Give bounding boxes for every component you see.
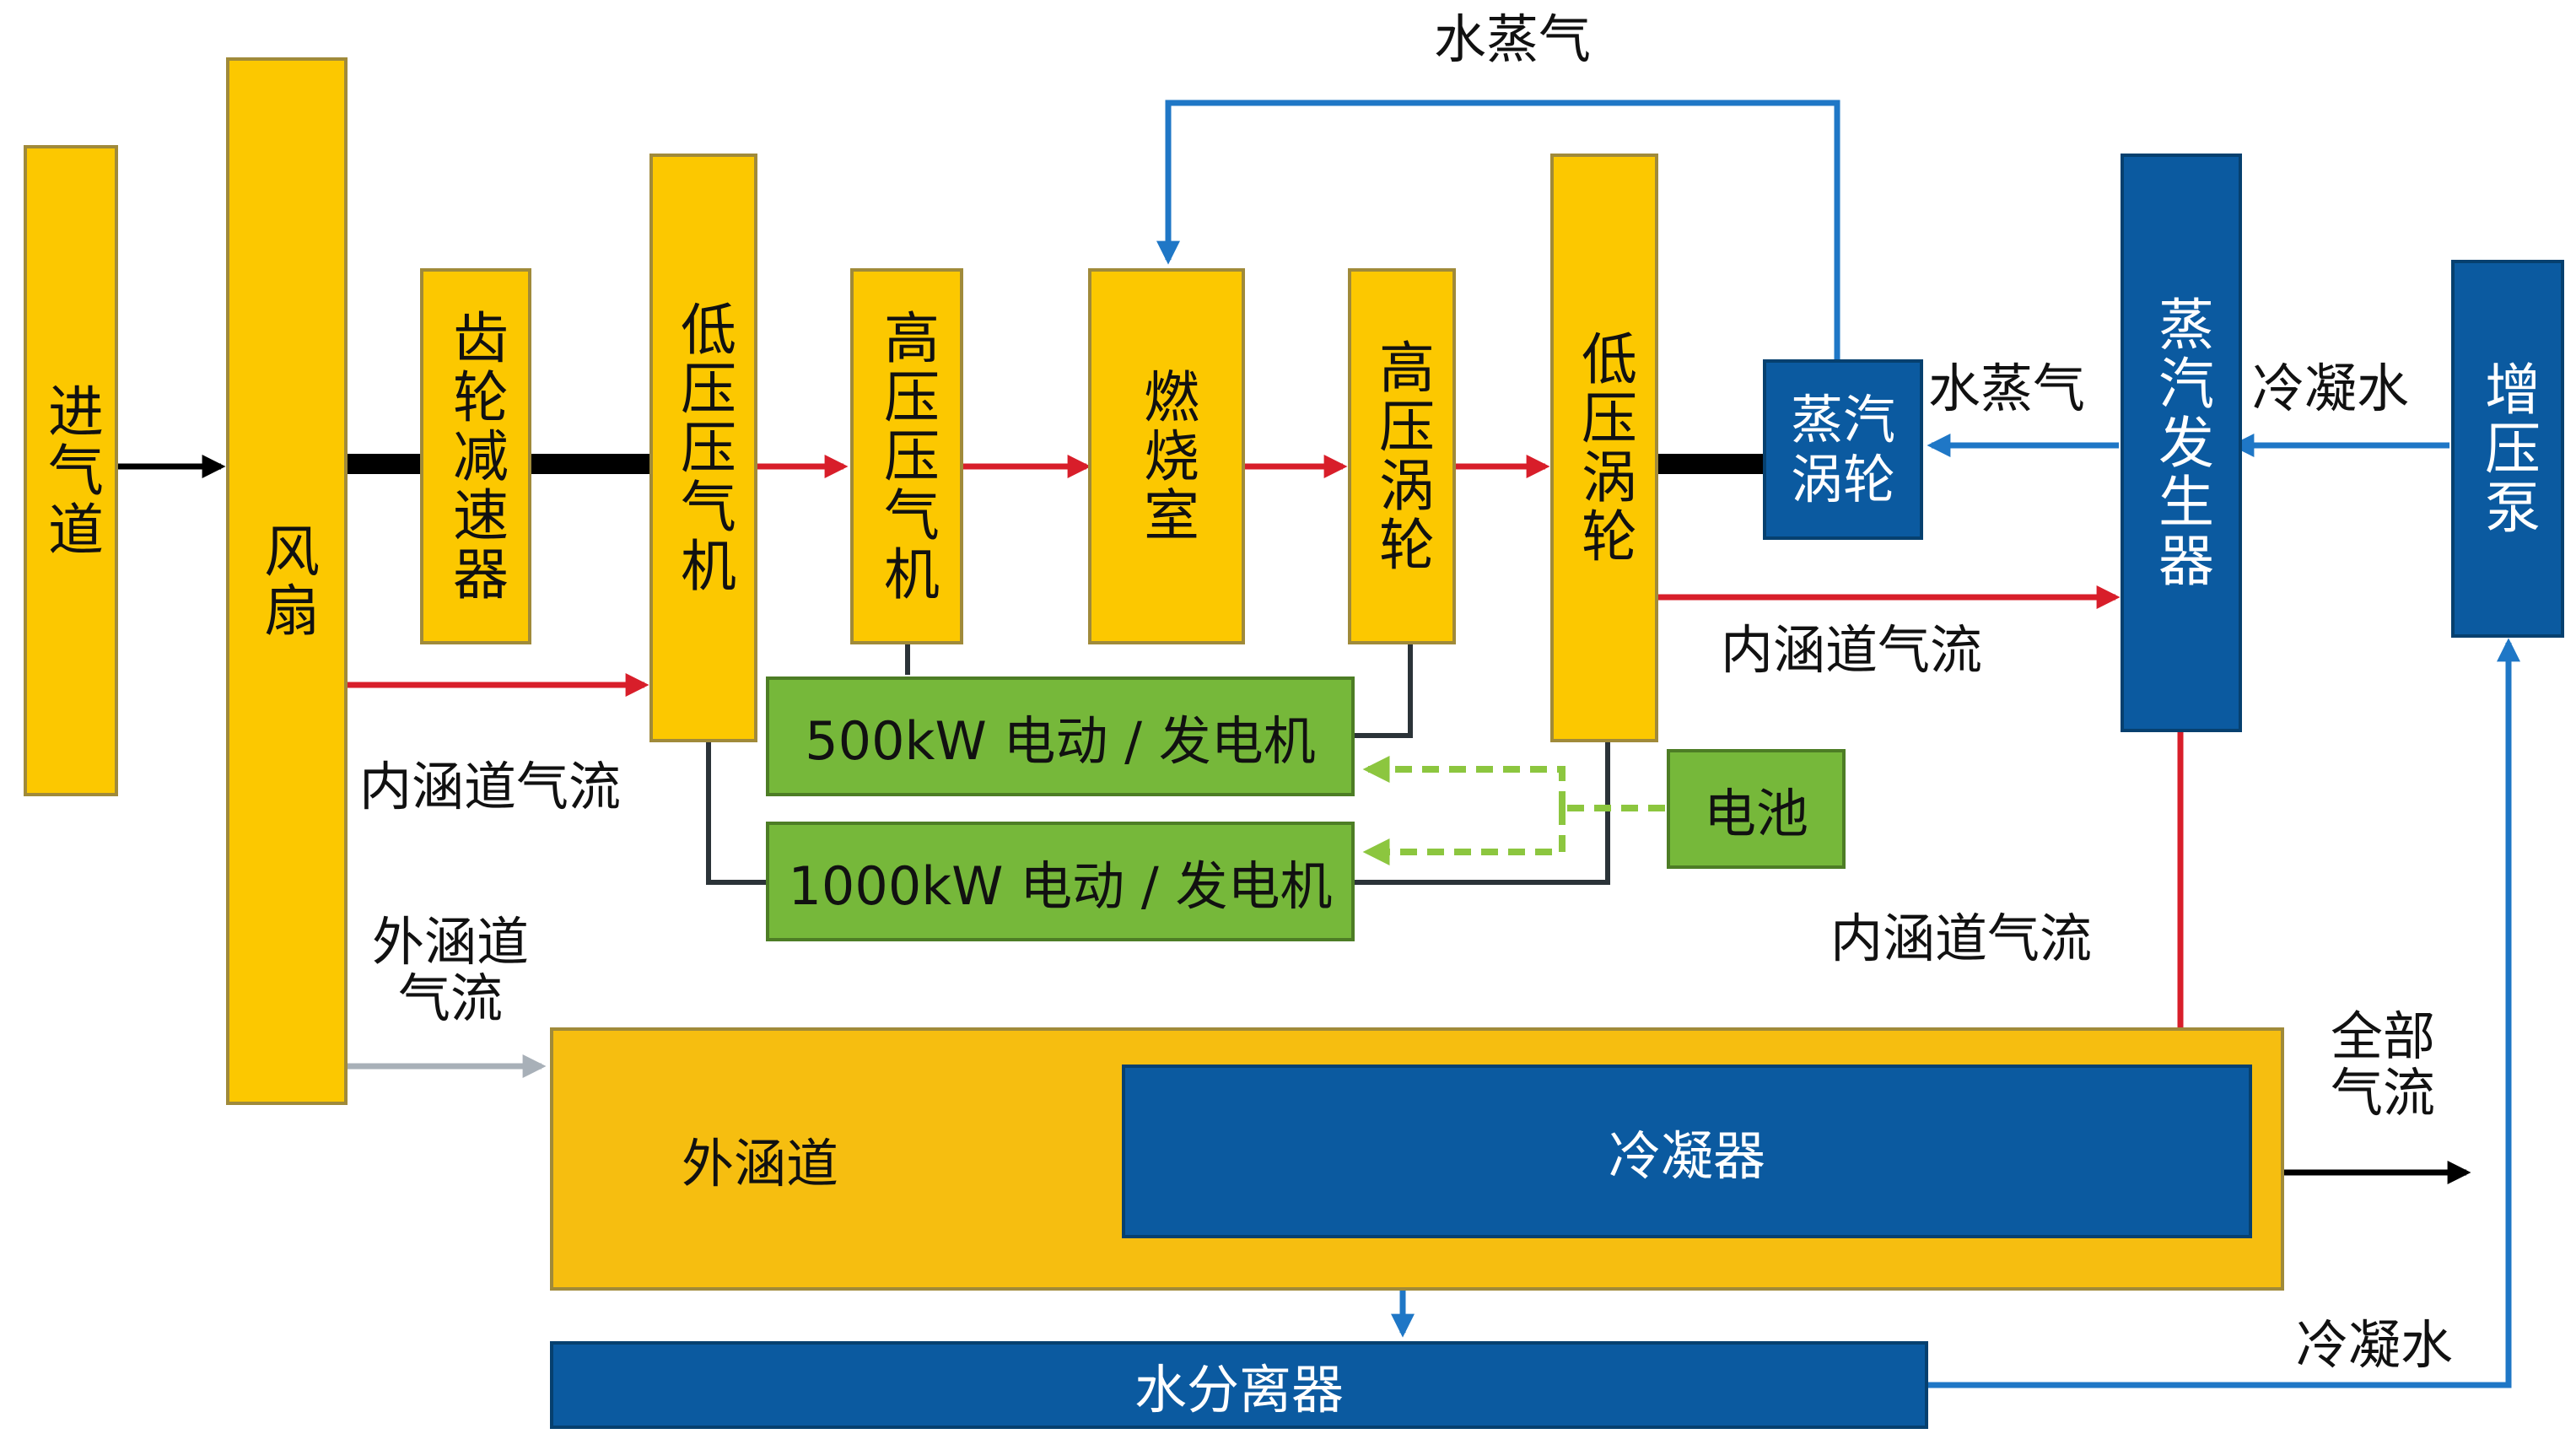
hpt-label: 高压涡轮	[1370, 338, 1435, 574]
water-separator-label: 水分离器	[1134, 1359, 1344, 1420]
steam-turbine-box: 蒸汽涡轮	[1763, 359, 1923, 540]
bypass-flow-label-line2: 气流	[397, 967, 503, 1029]
steam-top-label: 水蒸气	[1434, 8, 1592, 70]
combustor-label: 燃烧室	[1134, 368, 1199, 545]
condensate-bottom-label: 冷凝水	[2296, 1314, 2454, 1376]
gearbox-label: 齿轮减速器	[444, 309, 509, 604]
hpc-box: 高压压气机	[850, 268, 963, 644]
motor-500kw-box: 500kW 电动 / 发电机	[766, 676, 1355, 796]
condensate-return	[1927, 638, 2520, 1388]
inlet-label: 进气道	[39, 382, 104, 559]
condenser-box: 冷凝器	[1122, 1065, 2252, 1238]
core-flow-down-label: 内涵道气流	[1830, 908, 2093, 969]
lpt-label: 低压涡轮	[1572, 330, 1637, 566]
steam-generator-box: 蒸汽发生器	[2121, 154, 2242, 732]
gearbox-box: 齿轮减速器	[420, 268, 531, 644]
bypass-flow-label-line1: 外涵道	[371, 911, 529, 973]
lpt-box: 低压涡轮	[1550, 154, 1658, 742]
bypass-flow-label: 外涵道 气流	[349, 914, 552, 1027]
booster-pump-box: 增压泵	[2451, 260, 2564, 638]
steam-mid-label: 水蒸气	[1928, 358, 2086, 419]
fan-label: 风扇	[255, 522, 320, 640]
lpt-to-1000kw	[1350, 741, 1610, 885]
total-flow-label-line2: 气流	[2330, 1061, 2435, 1124]
total-flow-label-line1: 全部	[2330, 1005, 2435, 1067]
battery-to-1000kw	[1362, 808, 1566, 865]
condensate-top-label: 冷凝水	[2252, 358, 2410, 419]
motor-1000kw-box: 1000kW 电动 / 发电机	[766, 822, 1355, 941]
battery-to-500kw	[1362, 756, 1566, 808]
steam-generator-label: 蒸汽发生器	[2149, 295, 2214, 590]
combustor-box: 燃烧室	[1088, 268, 1245, 644]
water-separator-box: 水分离器	[550, 1341, 1928, 1429]
fan-box: 风扇	[226, 57, 348, 1105]
booster-pump-label: 增压泵	[2476, 360, 2541, 537]
hpt-box: 高压涡轮	[1348, 268, 1456, 644]
inlet-box: 进气道	[24, 145, 118, 796]
core-flow-right-label: 内涵道气流	[1721, 619, 1983, 681]
steam-turbine-label: 蒸汽涡轮	[1790, 388, 1895, 510]
bypass-duct-label: 外涵道	[682, 1133, 839, 1194]
core-flow-left-label: 内涵道气流	[359, 756, 622, 817]
battery-label: 电池	[1703, 783, 1808, 844]
motor-1000kw-label: 1000kW 电动 / 发电机	[788, 855, 1333, 917]
motor-500kw-label: 500kW 电动 / 发电机	[805, 710, 1316, 772]
total-flow-label: 全部 气流	[2311, 1005, 2455, 1124]
condenser-label: 冷凝器	[1608, 1125, 1765, 1187]
hpt-to-500kw	[1350, 641, 1413, 738]
hpc-label: 高压压气机	[875, 309, 940, 604]
battery-box: 电池	[1667, 749, 1846, 869]
lpc-label: 低压压气机	[671, 300, 736, 596]
lpc-to-1000kw	[706, 741, 769, 885]
steam-loop-top	[1156, 100, 1840, 363]
lpc-box: 低压压气机	[649, 154, 757, 742]
